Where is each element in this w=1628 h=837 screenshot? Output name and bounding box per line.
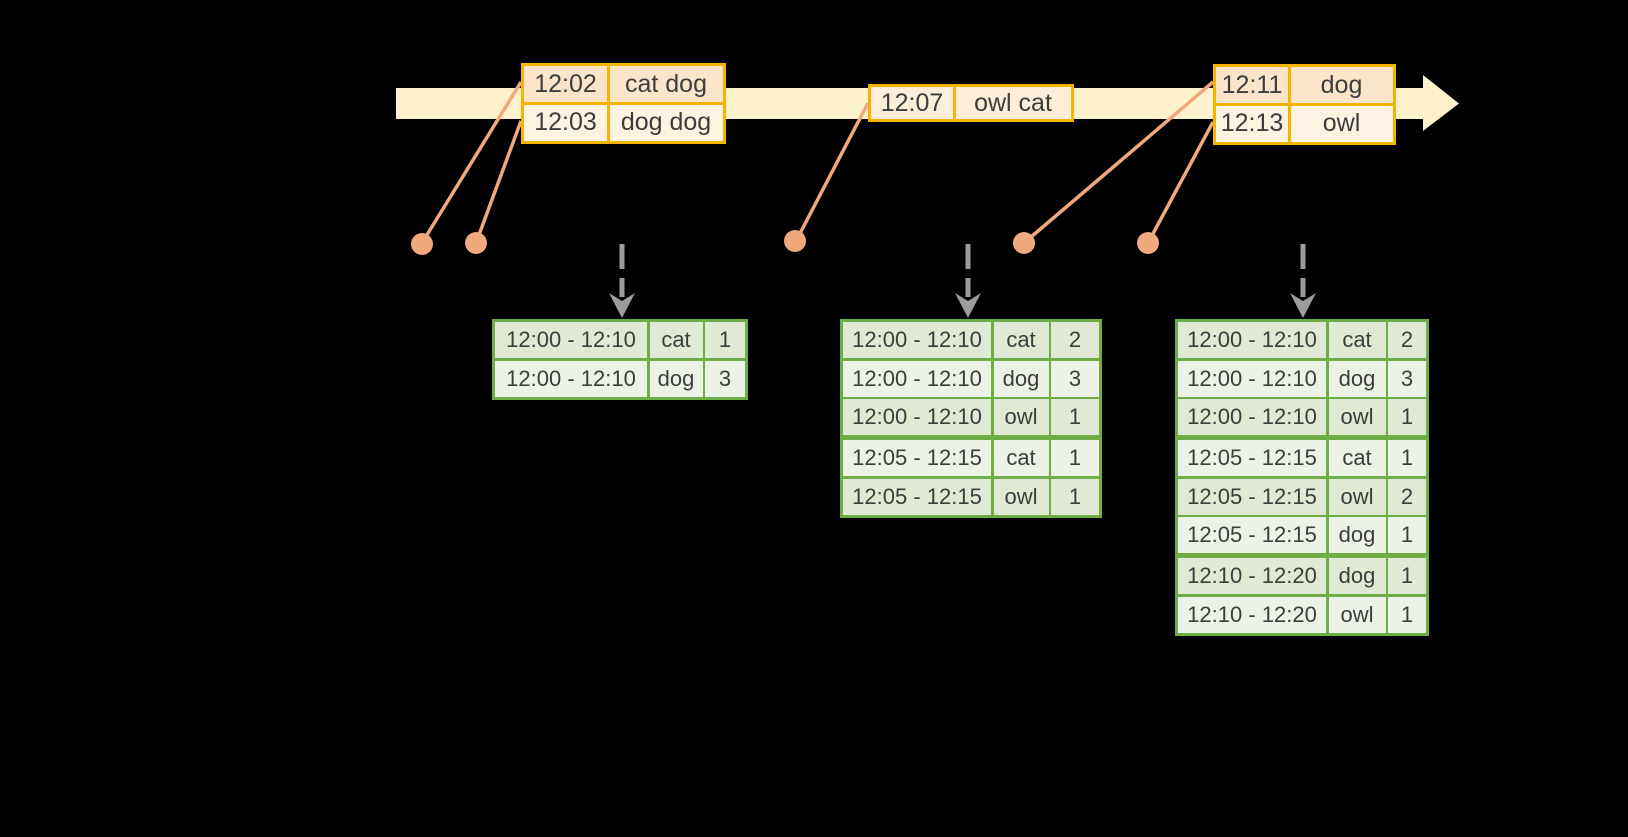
event-dot (784, 230, 806, 252)
result-window-cell: 12:00 - 12:10 (1178, 322, 1326, 358)
event-connector-line (1146, 121, 1215, 244)
result-word-cell: dog (649, 360, 703, 397)
event-time-cell: 12:02 (524, 66, 607, 102)
result-word-cell: owl (1328, 596, 1386, 633)
event-words-cell: dog (1290, 67, 1393, 103)
result-count-cell: 1 (1388, 440, 1426, 476)
result-count-cell: 2 (1388, 478, 1426, 515)
event-connector-line (474, 120, 523, 244)
result-window-cell: 12:00 - 12:10 (843, 360, 991, 397)
result-count-cell: 1 (1388, 399, 1426, 435)
result-window-cell: 12:10 - 12:20 (1178, 596, 1326, 633)
result-count-cell: 2 (1388, 322, 1426, 358)
result-word-cell: owl (993, 478, 1049, 515)
timeline-arrowhead-icon (1423, 75, 1459, 131)
result-count-cell: 2 (1051, 322, 1099, 358)
result-window-cell: 12:00 - 12:10 (495, 360, 647, 397)
result-window-cell: 12:05 - 12:15 (1178, 440, 1326, 476)
result-count-cell: 1 (1388, 517, 1426, 553)
result-window-cell: 12:05 - 12:15 (843, 440, 991, 476)
result-word-cell: cat (1328, 440, 1386, 476)
result-word-cell: cat (993, 440, 1049, 476)
result-word-cell: owl (993, 399, 1049, 435)
result-window-cell: 12:05 - 12:15 (1178, 517, 1326, 553)
result-window-cell: 12:00 - 12:10 (843, 322, 991, 358)
result-window-cell: 12:00 - 12:10 (1178, 360, 1326, 397)
event-words-cell: cat dog (609, 66, 723, 102)
result-count-cell: 1 (1388, 558, 1426, 594)
result-word-cell: dog (1328, 558, 1386, 594)
event-words-cell: owl (1290, 105, 1393, 142)
result-count-cell: 1 (1388, 596, 1426, 633)
result-count-cell: 3 (705, 360, 745, 397)
event-words-cell: owl cat (955, 87, 1071, 119)
trigger-arrow-icon (1290, 244, 1316, 318)
result-word-cell: dog (1328, 360, 1386, 397)
result-count-cell: 1 (705, 322, 745, 358)
event-time-cell: 12:03 (524, 104, 607, 141)
event-dot (411, 233, 433, 255)
result-window-cell: 12:05 - 12:15 (1178, 478, 1326, 515)
event-dot (1013, 232, 1035, 254)
result-count-cell: 1 (1051, 440, 1099, 476)
result-count-cell: 1 (1051, 478, 1099, 515)
event-words-cell: dog dog (609, 104, 723, 141)
result-count-cell: 3 (1051, 360, 1099, 397)
event-dot (1137, 232, 1159, 254)
event-dot (465, 232, 487, 254)
result-count-cell: 1 (1051, 399, 1099, 435)
event-time-cell: 12:11 (1216, 67, 1288, 103)
result-window-cell: 12:00 - 12:10 (843, 399, 991, 435)
event-connector-line (793, 102, 870, 244)
trigger-arrow-icon (955, 244, 981, 318)
result-window-cell: 12:10 - 12:20 (1178, 558, 1326, 594)
event-time-cell: 12:07 (871, 87, 953, 119)
result-word-cell: cat (993, 322, 1049, 358)
result-word-cell: dog (1328, 517, 1386, 553)
result-word-cell: owl (1328, 478, 1386, 515)
result-word-cell: owl (1328, 399, 1386, 435)
result-word-cell: cat (649, 322, 703, 358)
result-window-cell: 12:00 - 12:10 (495, 322, 647, 358)
event-time-cell: 12:13 (1216, 105, 1288, 142)
trigger-arrow-icon (609, 244, 635, 318)
result-window-cell: 12:05 - 12:15 (843, 478, 991, 515)
result-count-cell: 3 (1388, 360, 1426, 397)
result-window-cell: 12:00 - 12:10 (1178, 399, 1326, 435)
result-word-cell: dog (993, 360, 1049, 397)
result-word-cell: cat (1328, 322, 1386, 358)
